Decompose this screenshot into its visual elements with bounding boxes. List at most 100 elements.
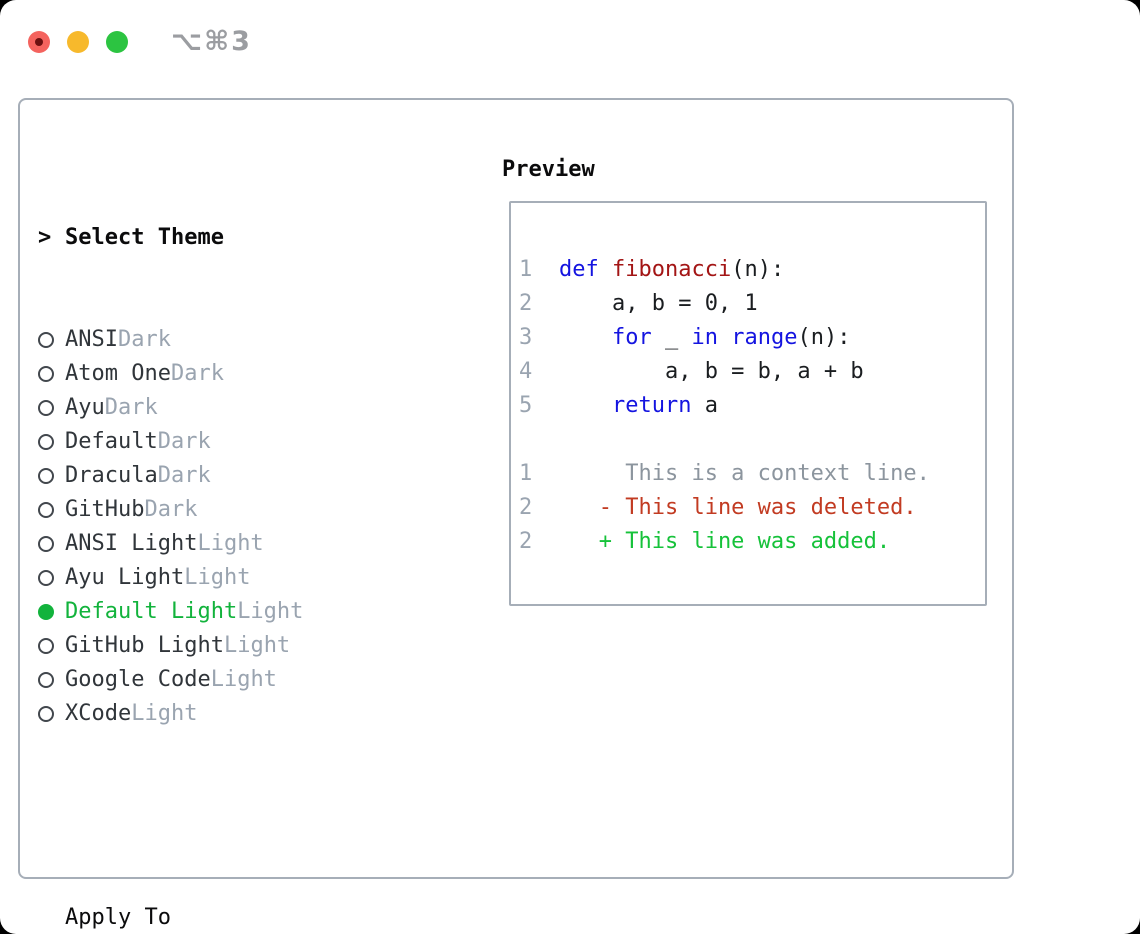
code-token-plain: a, b = b, a + b [559,359,864,384]
theme-option-ansi-light-light[interactable]: ANSI Light Light [38,527,409,561]
theme-variant: Light [223,633,291,658]
radio-unselected-icon [38,366,54,382]
theme-variant: Dark [157,429,211,454]
theme-name: XCode [65,701,132,726]
theme-variant: Dark [117,327,171,352]
radio-selected-icon [38,604,54,620]
radio-icon [38,570,65,586]
theme-option-ayu-light-light[interactable]: Ayu Light Light [38,561,409,595]
minimize-button[interactable] [67,30,89,53]
theme-name: Ayu Light [65,565,185,590]
radio-icon [38,366,65,382]
radio-icon [38,672,65,688]
radio-icon [38,502,65,518]
code-token-plain: a [691,393,718,418]
select-theme-heading: > Select Theme [38,221,409,255]
radio-unselected-icon [38,672,54,688]
close-button[interactable] [28,30,50,53]
radio-unselected-icon [38,468,54,484]
keyboard-shortcut-label: ⌥⌘3 [171,26,252,57]
theme-variant: Dark [144,497,198,522]
code-line: 2 + This line was added. [511,525,985,559]
select-theme-title: Select Theme [65,225,224,250]
code-line: 3 for _ in range(n): [511,321,985,355]
radio-unselected-icon [38,536,54,552]
code-token-kw: in [691,325,718,350]
code-line: 5 return a [511,389,985,423]
code-token-kw: for [611,325,652,350]
code-token-plain: (n): [731,257,785,282]
line-number: 2 [519,495,533,520]
radio-unselected-icon [38,706,54,722]
theme-variant: Dark [157,463,211,488]
line-number: 1 [519,257,533,282]
code-token-ctx: This is a context line. [559,461,930,486]
radio-icon [38,536,65,552]
code-token-kw: def [559,257,612,282]
code-token-kw: return [611,393,692,418]
theme-variant: Dark [104,395,158,420]
radio-unselected-icon [38,332,54,348]
code-token-plain [718,325,731,350]
line-number: 5 [519,393,533,418]
radio-unselected-icon [38,638,54,654]
radio-icon [38,400,65,416]
theme-name: Dracula [65,463,158,488]
code-token-kw: range [731,325,798,350]
theme-variant: Dark [170,361,224,386]
radio-icon [38,468,65,484]
code-token-plain: _ [651,325,692,350]
code-token-plain: (n): [797,325,851,350]
radio-unselected-icon [38,434,54,450]
code-token-plain [559,325,612,350]
radio-unselected-icon [38,570,54,586]
code-token-plain: a, b = 0, 1 [559,291,758,316]
theme-option-atom-one-dark[interactable]: Atom One Dark [38,357,409,391]
apply-to-heading: Apply To [38,901,409,934]
theme-variant: Light [184,565,251,590]
theme-name: Default [65,429,158,454]
code-token-fn: fibonacci [611,257,732,282]
line-number: 3 [519,325,533,350]
theme-option-xcode-light[interactable]: XCode Light [38,697,409,731]
radio-icon [38,332,65,348]
theme-option-ayu-dark[interactable]: Ayu Dark [38,391,409,425]
line-number: 1 [519,461,533,486]
theme-name: Google Code [65,667,211,692]
theme-variant: Light [210,667,277,692]
code-line: 2 - This line was deleted. [511,491,985,525]
radio-icon [38,706,65,722]
zoom-button[interactable] [106,30,128,53]
titlebar: ⌥⌘3 [28,26,252,57]
code-line [511,423,985,457]
code-token-del: - This line was deleted. [559,495,917,520]
focus-chevron-icon: > [38,225,52,250]
line-number: 2 [519,291,533,316]
theme-option-github-light-light[interactable]: GitHub Light Light [38,629,409,663]
theme-option-default-dark[interactable]: Default Dark [38,425,409,459]
theme-variant: Light [237,599,304,624]
line-number: 4 [519,359,533,384]
theme-name: ANSI [65,327,118,352]
theme-option-ansi-dark[interactable]: ANSI Dark [38,323,409,357]
theme-name: Atom One [65,361,171,386]
radio-icon [38,638,65,654]
theme-option-github-dark[interactable]: GitHub Dark [38,493,409,527]
code-token-add: + This line was added. [559,529,891,554]
code-line: 4 a, b = b, a + b [511,355,985,389]
theme-option-dracula-dark[interactable]: Dracula Dark [38,459,409,493]
apply-to-title: Apply To [65,905,171,930]
theme-variant: Light [131,701,198,726]
code-line: 1 def fibonacci(n): [511,253,985,287]
theme-name: GitHub [65,497,145,522]
radio-icon [38,604,65,620]
theme-option-google-code-light[interactable]: Google Code Light [38,663,409,697]
theme-option-default-light-light[interactable]: Default Light Light [38,595,409,629]
theme-variant: Light [197,531,264,556]
